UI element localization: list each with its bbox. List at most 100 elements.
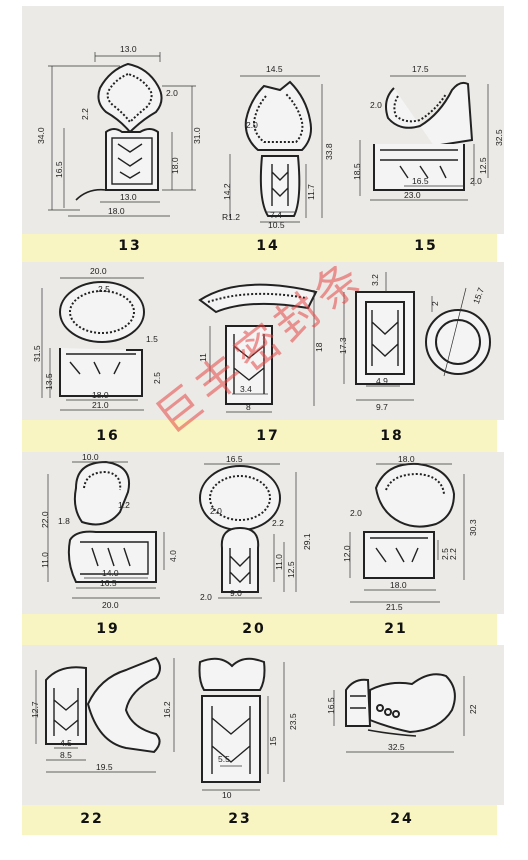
dim-label: 11.0 xyxy=(274,554,284,570)
dim-label: 15 xyxy=(268,736,278,746)
profile-23-drawing: 23.5 15 5.5 10 xyxy=(198,657,298,800)
dim-label: 23.0 xyxy=(404,190,421,200)
dim-label: 2.0 xyxy=(370,100,382,110)
dim-label: 21.5 xyxy=(386,602,403,612)
dim-label: 12.5 xyxy=(478,157,488,174)
figure-number-23: 23 xyxy=(228,811,252,827)
dim-label: 4.9 xyxy=(376,376,388,386)
dim-label: 1.5 xyxy=(146,334,158,344)
dim-label: 7.4 xyxy=(270,210,282,220)
dim-label: 18.5 xyxy=(352,163,362,180)
figure-number-21: 21 xyxy=(384,621,408,637)
dim-label: 5.5 xyxy=(218,754,230,764)
dim-label: 31.5 xyxy=(32,345,42,362)
dim-label: 2.0 xyxy=(166,88,178,98)
dim-label: 20.0 xyxy=(102,600,119,610)
profile-14-drawing: 14.5 2.0 33.8 14.2 11.7 R1.2 7.4 10.5 xyxy=(222,64,334,230)
dim-label: 18 xyxy=(314,342,324,352)
dim-label: 9.0 xyxy=(230,588,242,598)
row-1-label-bar xyxy=(22,234,497,262)
dim-label: 23.5 xyxy=(288,713,298,730)
dim-label: 16.5 xyxy=(100,578,117,588)
dim-label: R1.2 xyxy=(222,212,240,222)
figure-number-20: 20 xyxy=(242,621,266,637)
dim-label: 14.5 xyxy=(266,64,283,74)
profile-13-drawing: 13.0 2.0 34.0 2.2 31.0 16.5 18.0 13.0 18… xyxy=(36,44,202,217)
profile-16-drawing: 20.0 2.5 1.5 31.5 13.5 2.5 18.0 21.0 xyxy=(32,266,162,411)
dim-label: 2 xyxy=(430,301,440,306)
figure-number-24: 24 xyxy=(390,811,414,827)
dim-label: 8.5 xyxy=(60,750,72,760)
dim-label: 12.5 xyxy=(286,561,296,578)
figure-number-19: 19 xyxy=(96,621,120,637)
dim-label: 2.0 xyxy=(200,592,212,602)
figure-number-16: 16 xyxy=(96,428,120,444)
dim-label: 13.5 xyxy=(44,373,54,390)
dim-label: 2.5 xyxy=(152,372,162,384)
dim-label: 4.5 xyxy=(60,738,72,748)
dim-label: 8 xyxy=(246,402,251,412)
profile-18-drawing: 3.2 2 15.7 17.3 4.9 9.7 xyxy=(338,272,491,412)
dim-label: 16.5 xyxy=(412,176,429,186)
dim-label: 15.7 xyxy=(471,286,486,305)
dim-label: 10.5 xyxy=(268,220,285,230)
dim-label: 11.7 xyxy=(306,184,316,200)
dim-label: 4.0 xyxy=(168,550,178,562)
dim-label: 2.5 xyxy=(440,548,450,560)
row-2-label-bar xyxy=(22,420,497,452)
figure-number-14: 14 xyxy=(256,238,280,254)
dim-label: 18.0 xyxy=(108,206,125,216)
dim-label: 22.0 xyxy=(40,511,50,528)
figure-number-17: 17 xyxy=(256,428,280,444)
dim-label: 17.3 xyxy=(338,337,348,354)
profile-24-drawing: 16.5 22 32.5 xyxy=(326,673,478,753)
profile-17-drawing: 18 11 3.4 8 xyxy=(198,283,324,413)
row-4-label-bar xyxy=(22,805,497,835)
dim-label: 14.2 xyxy=(222,183,232,200)
dim-label: 13.0 xyxy=(120,192,137,202)
profile-21-drawing: 18.0 2.0 30.3 12.0 2.5 2.2 18.0 21.5 xyxy=(342,454,478,612)
dim-label: 18.0 xyxy=(170,157,180,174)
dim-label: 10.0 xyxy=(82,452,99,462)
dim-label: 18.0 xyxy=(398,454,415,464)
profile-22-drawing: 12.7 16.2 4.5 8.5 19.5 xyxy=(30,656,175,773)
dim-label: 17.5 xyxy=(412,64,429,74)
dim-label: 2.2 xyxy=(80,108,90,120)
dim-label: 18.0 xyxy=(390,580,407,590)
dim-label: 2.2 xyxy=(448,548,458,560)
figure-number-13: 13 xyxy=(118,238,142,254)
dim-label: 9.7 xyxy=(376,402,388,412)
dim-label: 1.2 xyxy=(118,500,130,510)
figure-number-15: 15 xyxy=(414,238,438,254)
dim-label: 20.0 xyxy=(90,266,107,276)
dim-label: 33.8 xyxy=(324,143,334,160)
dim-label: 32.5 xyxy=(494,129,504,146)
dim-label: 13.0 xyxy=(120,44,137,54)
profile-15-drawing: 17.5 2.0 32.5 18.5 12.5 16.5 2.0 23.0 xyxy=(352,64,504,201)
dim-label: 10 xyxy=(222,790,232,800)
dim-label: 31.0 xyxy=(192,127,202,144)
dim-label: 11.0 xyxy=(40,552,50,568)
dim-label: 14.0 xyxy=(102,568,119,578)
dim-label: 16.5 xyxy=(226,454,243,464)
figure-number-18: 18 xyxy=(380,428,404,444)
dim-label: 2.2 xyxy=(272,518,284,528)
dim-label: 32.5 xyxy=(388,742,405,752)
dim-label: 2.0 xyxy=(350,508,362,518)
dim-label: 2.0 xyxy=(470,176,482,186)
dim-label: 16.5 xyxy=(326,697,336,714)
dim-label: 11 xyxy=(198,353,208,362)
dim-label: 19.5 xyxy=(96,762,113,772)
profile-19-drawing: 10.0 1.2 22.0 1.8 11.0 4.0 14.0 16.5 20.… xyxy=(40,452,178,610)
dim-label: 3.2 xyxy=(370,274,380,286)
dim-label: 22 xyxy=(468,704,478,714)
dim-label: 21.0 xyxy=(92,400,109,410)
dim-label: 1.8 xyxy=(58,516,70,526)
dim-label: 29.1 xyxy=(302,533,312,550)
dim-label: 18.0 xyxy=(92,390,109,400)
dim-label: 2.5 xyxy=(98,284,110,294)
dim-label: 34.0 xyxy=(36,127,46,144)
dim-label: 12.0 xyxy=(342,545,352,562)
dim-label: 3.4 xyxy=(240,384,252,394)
dim-label: 12.7 xyxy=(30,701,40,718)
